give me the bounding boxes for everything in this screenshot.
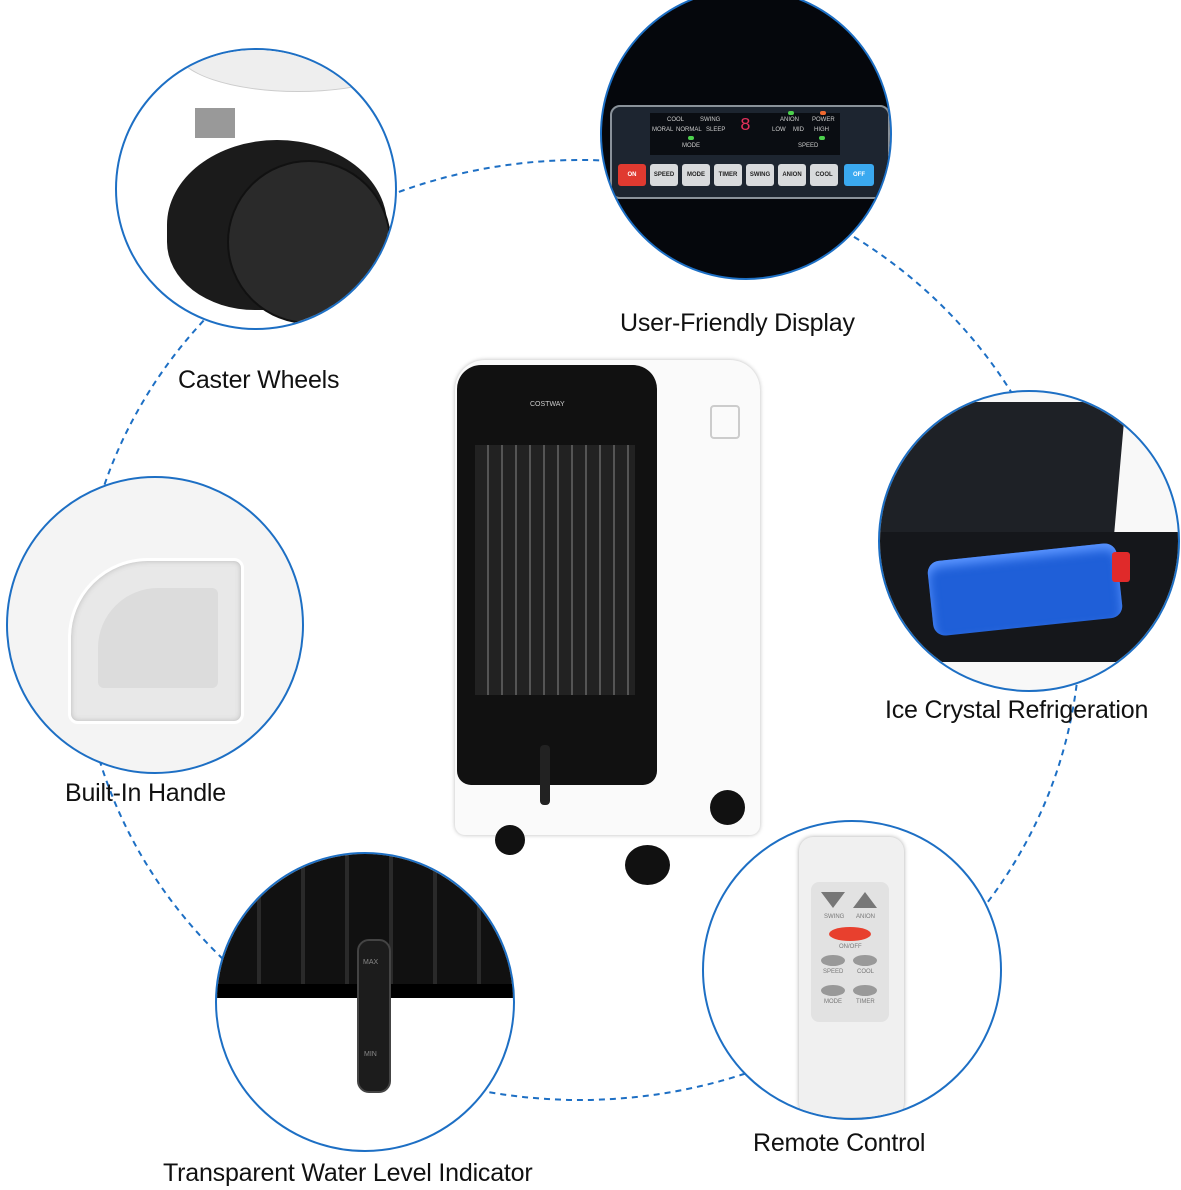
speed-led [819,136,825,140]
mode-label-swing: SWING [700,117,721,123]
status-label-high: HIGH [814,127,829,133]
panel-anion-button: ANION [778,164,806,186]
status-label-power: POWER [812,117,835,123]
mode-led [688,136,694,140]
water-level-circle: MAX MIN [215,852,515,1152]
digit-display: 8 [740,116,751,136]
gauge-min-label: MIN [364,1051,377,1058]
mode-label-moral: MORAL [652,127,674,133]
caption-caster-wheels: Caster Wheels [178,366,340,394]
mode-label-sleep: SLEEP [706,127,726,133]
panel-off-button: OFF [844,164,874,186]
panel-timer-button: TIMER [714,164,742,186]
remote-label-cool: COOL [857,969,875,975]
anion-led [788,111,794,115]
panel-on-button: ON [618,164,646,186]
display-panel-circle: COOL SWING MORAL NORMAL SLEEP MODE 8 ANI… [600,0,892,280]
remote-label-onoff: ON/OFF [839,944,862,950]
caption-ice-crystal-refrigeration: Ice Crystal Refrigeration [885,696,1149,724]
remote-label-swing: SWING [824,914,845,920]
status-label-anion: ANION [780,117,800,123]
caption-water-level-indicator: Transparent Water Level Indicator [163,1159,533,1187]
air-cooler-product: COSTWAY [445,355,765,885]
panel-speed-button: SPEED [650,164,678,186]
built-in-handle-circle [6,476,304,774]
panel-swing-button: SWING [746,164,774,186]
panel-cool-button: COOL [810,164,838,186]
remote-label-speed: SPEED [823,969,844,975]
caster-wheel [710,790,745,825]
gauge-max-label: MAX [363,959,379,966]
remote-power-button [829,927,871,941]
mode-label-cool: COOL [667,117,685,123]
power-led [820,111,826,115]
remote-control-circle: SWING ANION ON/OFF SPEED COOL MODE TIMER [702,820,1002,1120]
remote-label-mode: MODE [824,999,842,1005]
caster-wheel [495,825,525,855]
water-level-gauge: MAX MIN [357,939,391,1093]
mode-label-mode: MODE [682,143,700,149]
swing-down-icon [821,892,845,908]
caster-wheel-circle [115,48,397,330]
remote-control: SWING ANION ON/OFF SPEED COOL MODE TIMER [799,837,904,1117]
panel-mode-button: MODE [682,164,710,186]
caption-user-friendly-display: User-Friendly Display [620,309,855,337]
brand-logo: COSTWAY [530,401,565,408]
mode-label-normal: NORMAL [676,127,702,133]
ice-crystal-circle [878,390,1180,692]
remote-label-anion: ANION [856,914,876,920]
status-label-low: LOW [772,127,786,133]
remote-label-timer: TIMER [856,999,875,1005]
anion-up-icon [853,892,877,908]
caption-built-in-handle: Built-In Handle [65,779,226,807]
status-label-mid: MID [793,127,804,133]
status-label-speed: SPEED [798,143,819,149]
caption-remote-control: Remote Control [753,1129,926,1157]
caster-wheel [625,845,670,885]
